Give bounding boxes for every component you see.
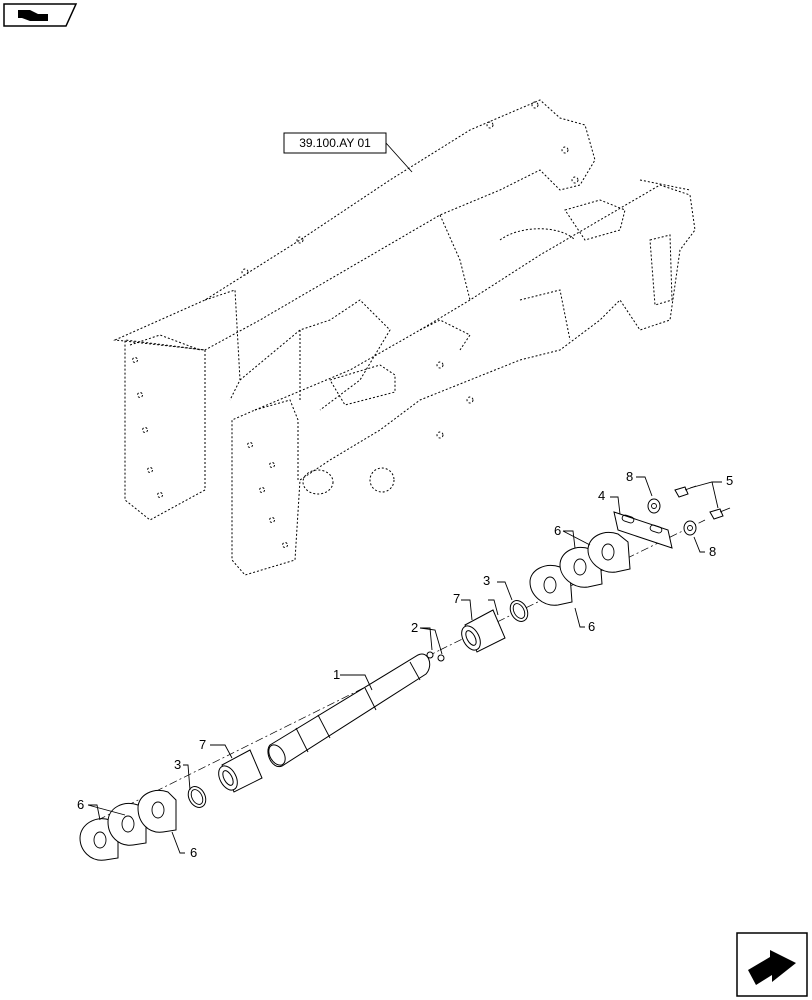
reference-label-text: 39.100.AY 01 — [299, 136, 371, 150]
callout-snap-ring-upper[interactable]: 3 — [483, 573, 490, 588]
callout-bushing-lower[interactable]: 7 — [199, 737, 206, 752]
callout-plate[interactable]: 4 — [598, 488, 605, 503]
previous-page-icon[interactable] — [3, 3, 78, 27]
shaft — [267, 653, 431, 768]
leader-lines — [87, 476, 722, 854]
callout-thrust-washers-lower-a[interactable]: 6 — [77, 797, 84, 812]
snap-ring-upper — [509, 600, 529, 622]
washer-lower — [683, 520, 697, 536]
callout-thrust-washers-upper-b[interactable]: 6 — [588, 619, 595, 634]
thrust-washers-lower — [79, 790, 177, 861]
callout-bolts[interactable]: 5 — [726, 473, 733, 488]
callout-shaft[interactable]: 1 — [333, 667, 340, 682]
callout-thrust-washers-lower-b[interactable]: 6 — [190, 845, 197, 860]
washer-upper — [647, 498, 661, 514]
pin — [426, 651, 445, 662]
callout-washer-lower[interactable]: 8 — [709, 544, 716, 559]
callout-washer-upper[interactable]: 8 — [626, 469, 633, 484]
callout-thrust-washers-upper-a[interactable]: 6 — [554, 523, 561, 538]
bushing-upper — [461, 609, 506, 653]
thrust-washers-upper — [529, 532, 631, 606]
reference-label[interactable]: 39.100.AY 01 — [283, 132, 413, 173]
bolts — [674, 485, 731, 520]
callout-pin[interactable]: 2 — [411, 620, 418, 635]
bushing-lower — [218, 749, 263, 793]
callout-snap-ring-lower[interactable]: 3 — [174, 757, 181, 772]
callout-bushing-upper[interactable]: 7 — [453, 591, 460, 606]
next-page-icon[interactable] — [736, 932, 808, 997]
snap-ring-lower — [187, 786, 207, 808]
callout-labels: 1 2 3 3 7 7 6 6 6 6 4 5 8 8 — [77, 469, 733, 860]
frame-outline — [113, 99, 696, 576]
plate — [613, 511, 673, 549]
